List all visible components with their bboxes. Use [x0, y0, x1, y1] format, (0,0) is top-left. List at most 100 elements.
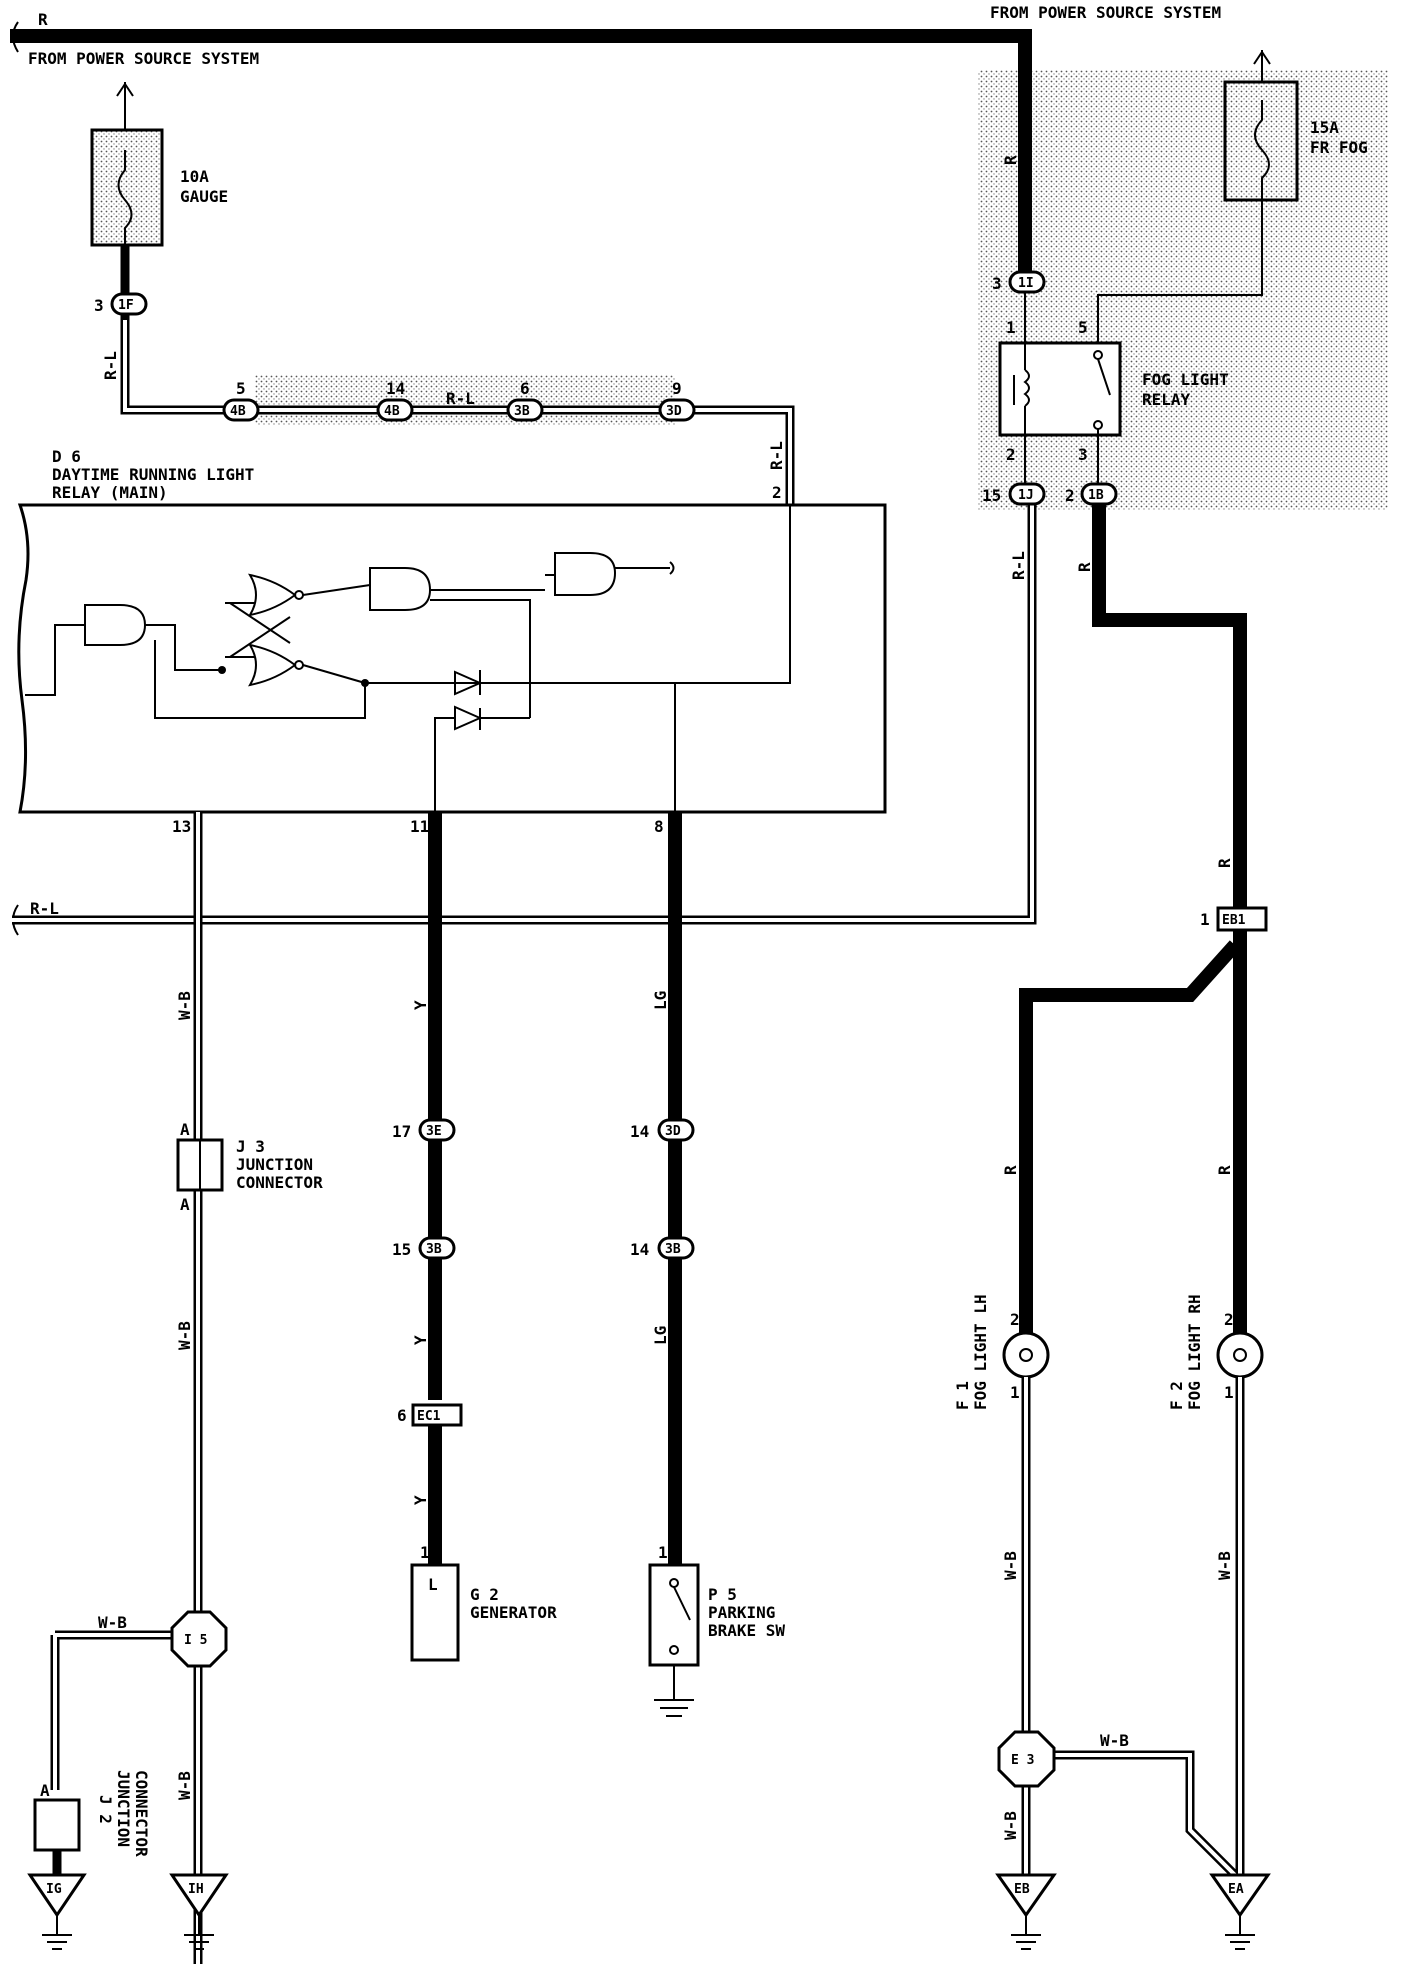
r-l-wire-gauge-inner: [123, 320, 792, 505]
fog-relay-pin-1: 1: [1006, 318, 1016, 337]
fog-relay-pin-2: 2: [1006, 445, 1016, 464]
f2-code: F 2: [1167, 1381, 1186, 1410]
pin-EC1: 6: [397, 1406, 407, 1425]
d6-code: D 6: [52, 447, 81, 466]
p5-name-1: PARKING: [708, 1603, 775, 1622]
top-power-wire-r: [10, 29, 1032, 280]
svg-text:3B: 3B: [665, 1242, 681, 1257]
wire-label-wb-4: W-B: [175, 1771, 194, 1800]
wire-label-wb-6: W-B: [1215, 1551, 1234, 1580]
connector-1J: 1J: [1008, 482, 1046, 506]
wire-label-lg-1: LG: [651, 991, 670, 1010]
pin-1F: 3: [94, 296, 104, 315]
ground-EA: EA: [1209, 1873, 1271, 1950]
wire-label-y-2: Y: [411, 1335, 430, 1345]
generator-box: [410, 1563, 460, 1662]
d6-logic-circuit: [25, 505, 791, 812]
d6-name-1: DAYTIME RUNNING LIGHT: [52, 465, 254, 484]
fog-light-lh: [1002, 1331, 1050, 1379]
pin-1B: 2: [1065, 486, 1075, 505]
r-wire-lh: [1019, 940, 1241, 1335]
w-b-wire-rh: [1050, 1377, 1245, 1880]
svg-text:EB: EB: [1014, 1882, 1030, 1897]
j2-pin-a: A: [40, 1781, 50, 1800]
ground-EB: EB: [995, 1873, 1057, 1950]
svg-text:4B: 4B: [384, 404, 400, 419]
ground-IG: IG: [27, 1873, 87, 1950]
p5-name-2: BRAKE SW: [708, 1621, 785, 1640]
wire-break-top-left: [12, 21, 19, 53]
j3-name-1: JUNCTION: [236, 1155, 313, 1174]
fog-rh-pin-2: 2: [1224, 1310, 1234, 1329]
pin-1I: 3: [992, 274, 1002, 293]
fog-relay-name-2: RELAY: [1142, 390, 1191, 409]
connector-EB1: EB1: [1216, 906, 1268, 932]
svg-text:EA: EA: [1228, 1882, 1244, 1897]
fog-relay-pin-3: 3: [1078, 445, 1088, 464]
connector-3E: 3E: [418, 1118, 456, 1142]
wire-label-wb-3: W-B: [98, 1613, 127, 1632]
fog-fuse-name: FR FOG: [1310, 138, 1368, 157]
right-power-source-label: FROM POWER SOURCE SYSTEM: [990, 3, 1221, 22]
fog-light-rh: [1216, 1331, 1264, 1379]
f1-code: F 1: [953, 1381, 972, 1410]
fog-relay-pin-5: 5: [1078, 318, 1088, 337]
ground-parking-brake: [654, 1665, 694, 1717]
wire-label-rl-3: R-L: [767, 441, 786, 470]
fog-fuse-to-relay: [1097, 200, 1263, 348]
wire-label-rl-5: R-L: [1009, 551, 1028, 580]
wire-label-wb-5: W-B: [1001, 1551, 1020, 1580]
svg-text:EB1: EB1: [1222, 913, 1246, 928]
j3-name-2: CONNECTOR: [236, 1173, 323, 1192]
svg-text:3D: 3D: [666, 404, 682, 419]
d6-name-2: RELAY (MAIN): [52, 483, 168, 502]
connector-1F: 1F: [110, 292, 148, 316]
pin-3D-b: 14: [630, 1122, 649, 1141]
connector-E3-label: E 3: [1011, 1753, 1034, 1768]
pin-3B-b: 15: [392, 1240, 411, 1259]
p5-code: P 5: [708, 1585, 737, 1604]
pin-4B-b: 14: [386, 379, 405, 398]
connector-4B-b: 4B: [376, 398, 414, 422]
connector-1I: 1I: [1008, 270, 1046, 294]
pin-4B-a: 5: [236, 379, 246, 398]
j3-code: J 3: [236, 1137, 265, 1156]
connector-3B-c: 3B: [657, 1236, 695, 1260]
wire-label-wb-2: W-B: [175, 1321, 194, 1350]
pin-3D-a: 9: [672, 379, 682, 398]
wire-label-r-5: R: [1215, 1165, 1234, 1175]
connector-I5: [170, 1610, 228, 1668]
left-power-source-label: FROM POWER SOURCE SYSTEM: [28, 49, 259, 68]
connector-3B-a: 3B: [506, 398, 544, 422]
junction-dot-2: [361, 679, 369, 687]
connector-3B-b: 3B: [418, 1236, 456, 1260]
svg-text:IG: IG: [46, 1882, 62, 1897]
fog-arrow-icon: [1253, 50, 1271, 65]
generator-terminal: L: [428, 1575, 438, 1594]
wire-label-rl-1: R-L: [101, 351, 120, 380]
connector-3D-b: 3D: [657, 1118, 695, 1142]
ground-IH: IH: [169, 1873, 229, 1950]
switch-icon: [669, 1578, 691, 1655]
j3-pin-a-bottom: A: [180, 1195, 190, 1214]
j2-code: J 2: [96, 1795, 115, 1824]
wire-label-y-3: Y: [411, 1495, 430, 1505]
svg-text:IH: IH: [188, 1882, 204, 1897]
j2-name-1: JUNCTION: [114, 1770, 133, 1847]
j2-name-2: CONNECTOR: [132, 1770, 151, 1857]
top-wire-label: R: [38, 10, 48, 29]
f1-name: FOG LIGHT LH: [971, 1294, 990, 1410]
wire-label-r-2: R: [1075, 562, 1094, 572]
svg-text:EC1: EC1: [417, 1409, 441, 1424]
w-b-wire-rh-inner: [1050, 1377, 1242, 1880]
pin-3E: 17: [392, 1122, 411, 1141]
r-l-wire-lower-inner: [12, 505, 1034, 922]
svg-text:4B: 4B: [230, 404, 246, 419]
fog-fuse-amp: 15A: [1310, 118, 1339, 137]
fog-fuse-icon: [1254, 100, 1270, 200]
wire-label-rl-2: R-L: [446, 389, 475, 408]
gauge-arrow-icon: [116, 82, 134, 97]
wire-label-r-1: R: [1001, 155, 1020, 165]
connector-I5-label: I 5: [184, 1633, 207, 1648]
connector-EC1: EC1: [411, 1403, 463, 1427]
